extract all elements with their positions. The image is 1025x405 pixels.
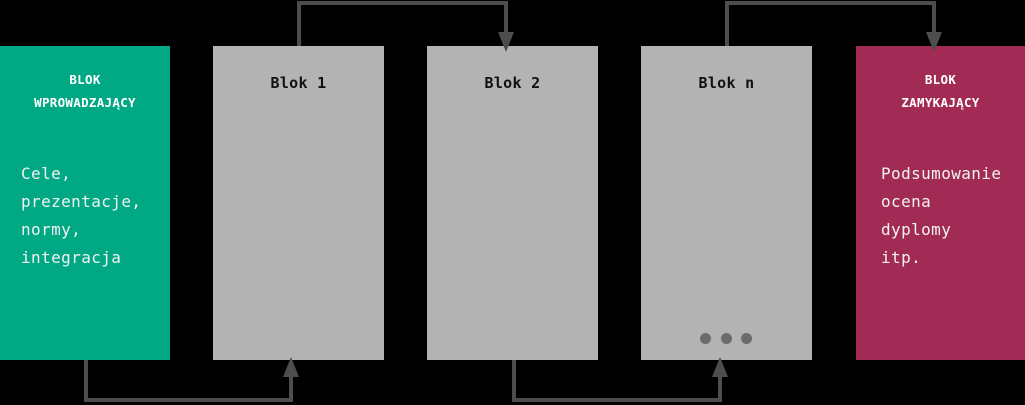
module-block-2: Blok 2: [427, 46, 598, 360]
arrowhead-icon: [498, 32, 514, 52]
ellipsis-dot-icon: [700, 333, 711, 344]
outro-title-line: ZAMYKAJĄCY: [901, 95, 980, 110]
intro-body-line: integracja: [21, 248, 122, 267]
outro-block-body: Podsumowanie ocena dyplomy itp.: [881, 160, 1001, 272]
connector-blok-n-to-outro: [725, 1, 936, 46]
outro-body-line: itp.: [881, 248, 922, 267]
outro-block-title: BLOK ZAMYKAJĄCY: [856, 68, 1025, 114]
connector-intro-to-blok-1: [84, 360, 293, 402]
intro-title-line: WPROWADZAJĄCY: [34, 95, 136, 110]
module-block-1: Blok 1: [213, 46, 384, 360]
ellipsis-dot-icon: [721, 333, 732, 344]
module-block-n: Blok n: [641, 46, 812, 360]
module-block-1-title: Blok 1: [270, 74, 327, 92]
ellipsis-dot-icon: [741, 333, 752, 344]
connector-blok-2-to-blok-n: [512, 360, 722, 402]
outro-title-line: BLOK: [924, 72, 957, 87]
intro-block-body: Cele, prezentacje, normy, integracja: [21, 160, 141, 272]
intro-body-line: prezentacje,: [21, 192, 142, 211]
module-block-n-title: Blok n: [698, 74, 755, 92]
outro-body-line: Podsumowanie: [881, 164, 1002, 183]
outro-body-line: ocena: [881, 192, 932, 211]
connector-blok-1-to-blok-2: [297, 1, 508, 46]
intro-block-title: BLOK WPROWADZAJĄCY: [0, 68, 170, 114]
arrowhead-icon: [283, 357, 299, 377]
intro-body-line: normy,: [21, 220, 82, 239]
intro-title-line: BLOK: [69, 72, 101, 87]
intro-block: BLOK WPROWADZAJĄCY Cele, prezentacje, no…: [0, 46, 170, 360]
module-block-2-title: Blok 2: [484, 74, 541, 92]
arrowhead-icon: [926, 32, 942, 52]
outro-body-line: dyplomy: [881, 220, 952, 239]
outro-block: BLOK ZAMYKAJĄCY Podsumowanie ocena dyplo…: [856, 46, 1025, 360]
arrowhead-icon: [712, 357, 728, 377]
intro-body-line: Cele,: [21, 164, 72, 183]
